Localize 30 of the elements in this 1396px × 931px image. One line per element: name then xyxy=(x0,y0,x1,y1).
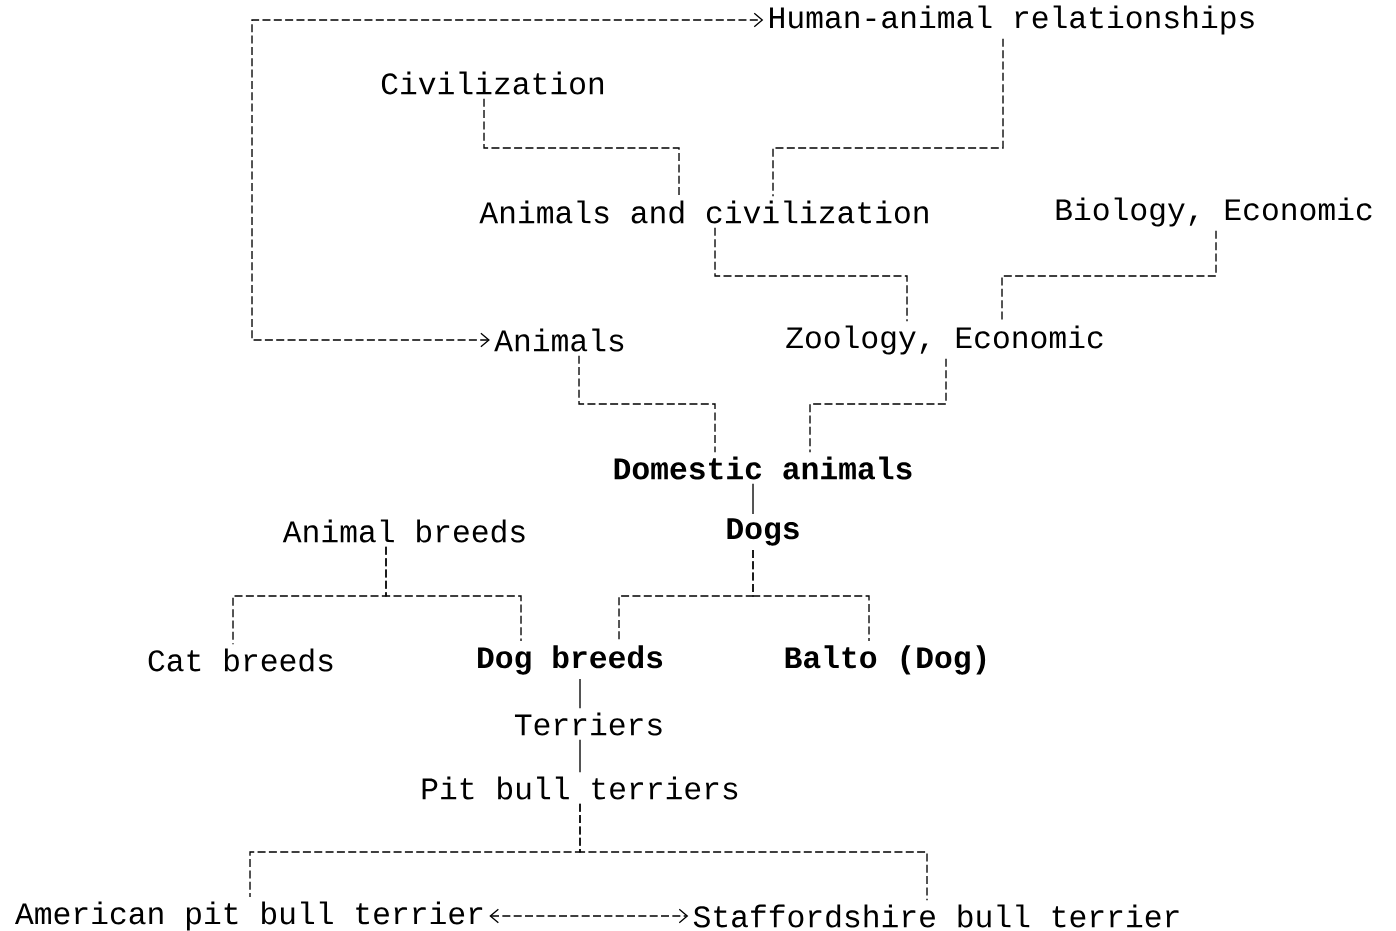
term-text: Terriers xyxy=(514,712,662,736)
term-text: Human-animal relationships xyxy=(770,5,1254,35)
connector-line xyxy=(579,678,581,709)
connector-line xyxy=(714,227,908,322)
connector-line xyxy=(772,38,1004,197)
connector-line xyxy=(483,98,680,197)
term-text: Civilization xyxy=(381,71,604,95)
term-text: Staffordshire bull terrier xyxy=(693,904,1179,928)
term-text: Zoology, Economic xyxy=(786,325,1103,355)
term-text: American pit bull terrier xyxy=(14,901,483,931)
arrow xyxy=(489,908,689,924)
connector-line xyxy=(752,483,754,515)
bracket-arrow xyxy=(251,12,764,348)
connector-line xyxy=(752,549,870,642)
term-text: Animals xyxy=(494,328,624,352)
bold-term-text: Balto (Dog) xyxy=(785,645,986,675)
connector-line xyxy=(579,803,928,901)
bold-term-text: Dogs xyxy=(727,518,799,546)
bold-term-text: Domestic animals xyxy=(614,456,912,480)
connector-line xyxy=(1001,230,1217,322)
term-text: Animal breeds xyxy=(282,519,525,543)
term-text: Pit bull terriers xyxy=(422,776,738,800)
connector-line xyxy=(385,546,522,642)
term-text: Animals and civilization xyxy=(479,200,928,224)
connector-line xyxy=(578,355,716,453)
term-text: Cat breeds xyxy=(148,648,333,672)
bold-term-text: Dog breeds xyxy=(478,645,663,675)
connector-line xyxy=(579,739,581,773)
connector-line xyxy=(809,358,947,453)
term-text: Biology, Economic xyxy=(1056,197,1372,227)
